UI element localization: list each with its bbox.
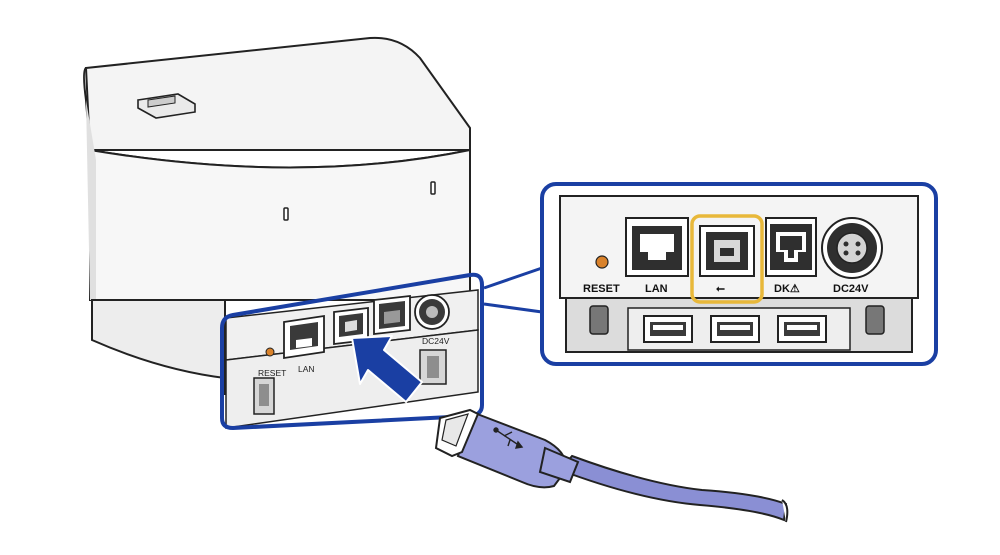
callout-foot-right — [865, 305, 885, 335]
printer-base — [91, 299, 226, 380]
printer-front — [89, 148, 471, 301]
callout-lan-label: LAN — [645, 283, 668, 295]
cable-cord — [558, 454, 788, 522]
callout-leader-bottom — [483, 302, 543, 314]
lan-port — [283, 314, 325, 360]
dk-port — [373, 294, 411, 336]
reset-led — [265, 347, 275, 357]
callout-usb-a-port-1 — [643, 315, 693, 343]
callout-dk-label: DK⚠ — [774, 283, 800, 295]
cable-connector-body — [456, 410, 568, 489]
callout-leader-top — [483, 266, 543, 290]
zoom-callout: RESET LAN ⭠ DK⚠ — [540, 182, 938, 366]
callout-dc24v-label: DC24V — [833, 283, 869, 295]
printer-top — [84, 36, 471, 151]
callout-foot-left — [589, 305, 609, 335]
foot-right — [419, 349, 447, 385]
callout-usb-a-port-3 — [777, 315, 827, 343]
callout-usb-symbol: ⭠ — [716, 283, 725, 295]
printer — [83, 36, 471, 395]
front-slot-right — [430, 181, 436, 195]
front-slot-left — [283, 207, 289, 221]
callout-dk-port — [765, 217, 817, 277]
usb-cable — [434, 408, 789, 523]
rear-port-panel: RESET LAN DC24V — [225, 289, 479, 429]
insert-arrow — [351, 335, 423, 403]
dc24v-port — [414, 294, 450, 330]
callout-lan-port — [625, 217, 689, 277]
callout-dc24v-port — [821, 217, 883, 279]
callout-reset-led — [595, 255, 609, 269]
usb-b-port — [333, 306, 369, 346]
callout-usb-b-port — [699, 225, 755, 277]
cable-usb-icon — [493, 427, 524, 449]
usb-port-highlight — [690, 214, 764, 304]
dc24v-label: DC24V — [422, 336, 450, 346]
callout-usb-a-port-2 — [710, 315, 760, 343]
lan-label: LAN — [298, 364, 315, 374]
callout-reset-label: RESET — [583, 283, 620, 295]
reset-label: RESET — [258, 368, 286, 378]
